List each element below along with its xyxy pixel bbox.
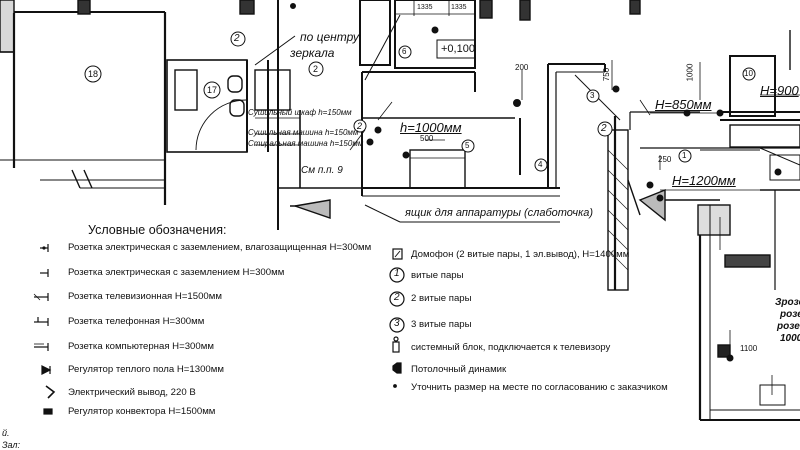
legend-item-socket-ground-waterproof: Розетка электрическая с заземлением, вла… (68, 242, 372, 253)
room-number-2: 2 (313, 64, 319, 74)
twisted-pair-mark-2a: 2 (234, 33, 240, 44)
dimension-1100: 1100 (740, 344, 758, 353)
edge-text-1: Зрозет (775, 297, 800, 308)
room-number-5: 5 (465, 141, 470, 150)
room-number-3: 3 (590, 91, 595, 100)
room-number-4: 4 (538, 160, 543, 169)
legend-num-3: 3 (394, 318, 400, 329)
floor-level-mark: +0,100 (441, 43, 475, 55)
h1000-label: h=1000мм (400, 120, 462, 135)
legend-item-intercom: Домофон (2 витые пары, 1 эл.вывод), H=14… (411, 249, 630, 260)
edge-text-2: розет (780, 309, 800, 320)
mirror-center-note: по центру (300, 30, 359, 44)
legend-item-computer-socket: Розетка компьютерная H=300мм (68, 341, 214, 352)
twisted-pair-mark-2b: 2 (601, 123, 607, 134)
h1200-label: H=1200мм (672, 173, 736, 188)
legend-item-convector-regulator: Регулятор конвектора H=1500мм (68, 406, 216, 417)
dryer-machine-note: Сушильная машина h=150мм (248, 128, 359, 137)
legend-item-system-unit: системный блок, подключается к телевизор… (411, 342, 611, 353)
legend-title: Условные обозначения: (88, 223, 227, 237)
edge-text-3: розет (777, 321, 800, 332)
twisted-pair-mark-2c: 2 (357, 121, 363, 131)
washer-note: Стиральная машина h=150мм (248, 139, 364, 148)
legend-item-3-twisted-pairs: 3 витые пары (411, 319, 472, 330)
dimension-1000: 1000 (685, 63, 695, 82)
dryer-cabinet-note: Сушильный шкаф h=150мм (248, 108, 352, 117)
room-number-18: 18 (88, 69, 99, 79)
mirror-word-note: зеркала (290, 46, 335, 60)
bottom-left-mark-1: й. (2, 428, 10, 438)
low-voltage-box-note: ящик для аппаратуры (слаботочка) (405, 207, 594, 219)
legend-item-tv-socket: Розетка телевизионная H=1500мм (68, 291, 222, 302)
legend-item-2-twisted-pairs: 2 витые пары (411, 293, 472, 304)
edge-text-4: 1000 (780, 333, 800, 344)
room-number-1: 1 (682, 151, 687, 160)
room-number-6: 6 (402, 47, 407, 56)
legend-item-floor-heating-regulator: Регулятор теплого пола H=1300мм (68, 364, 224, 375)
legend-item-twisted-pair: витые пары (411, 270, 464, 281)
see-note-label: См п.п. 9 (301, 165, 343, 176)
legend-item-ceiling-speaker: Потолочный динамик (411, 364, 507, 375)
legend-item-socket-ground: Розетка электрическая с заземлением H=30… (68, 267, 285, 278)
room-number-10: 10 (744, 69, 753, 78)
legend-num-2: 2 (394, 292, 400, 303)
legend-item-clarify-size: Уточнить размер на месте по согласованию… (411, 382, 668, 393)
h900-label: H=900 (760, 83, 799, 98)
dimension-500: 500 (420, 134, 434, 143)
dimension-750: 750 (602, 67, 612, 82)
legend-num-1: 1 (394, 268, 400, 279)
dimension-200: 200 (515, 63, 529, 72)
bottom-left-mark-2: Зал: (2, 440, 21, 450)
dimension-1335-b: 1335 (451, 4, 467, 11)
h850-label: H=850мм (655, 97, 712, 112)
legend-item-electrical-outlet: Электрический вывод, 220 В (68, 387, 196, 398)
dimension-250: 250 (658, 155, 672, 164)
room-number-17: 17 (207, 85, 218, 95)
legend-item-phone-socket: Розетка телефонная H=300мм (68, 316, 205, 327)
dimension-1335-a: 1335 (417, 4, 433, 11)
